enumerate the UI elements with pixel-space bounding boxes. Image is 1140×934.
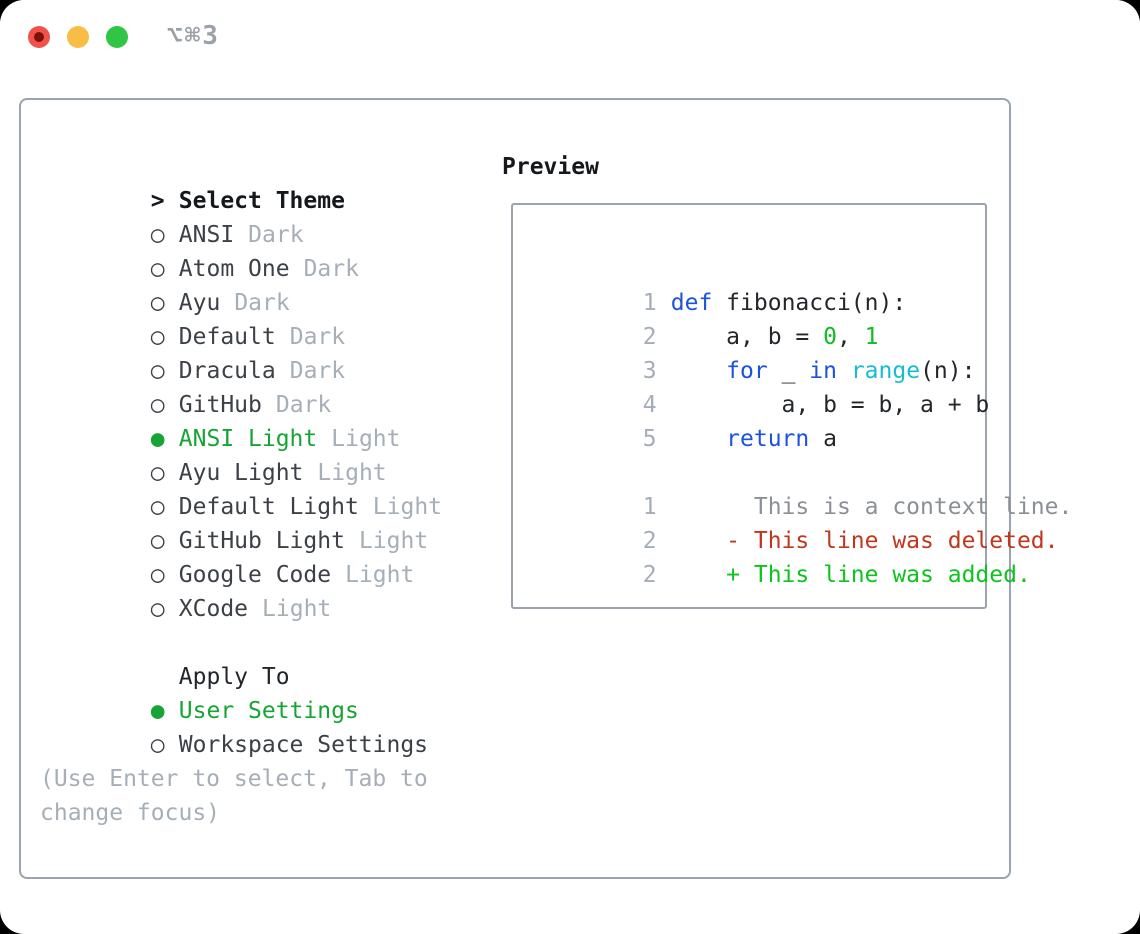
hint-text: (Use Enter to select, Tab to change focu… [40, 766, 428, 826]
diff-line-context: 1 This is a context line. [532, 456, 1073, 520]
variant-tag: Light [317, 460, 387, 486]
apply-option-workspace-settings[interactable]: ○Workspace Settings [40, 694, 428, 758]
variant-tag: Light [358, 528, 429, 554]
line-number: 2 [642, 562, 657, 588]
prompt-icon: > [150, 188, 165, 214]
radio-icon: ○ [150, 358, 165, 384]
apply-option-user-settings[interactable]: ●User Settings [40, 660, 428, 724]
section-title: Select Theme [178, 188, 345, 214]
radio-icon: ○ [150, 222, 165, 248]
line-number: 1 [642, 290, 657, 316]
line-number: 4 [642, 392, 657, 418]
radio-icon: ○ [150, 562, 165, 588]
variant-tag: Dark [234, 290, 290, 316]
variant-tag: Light [262, 596, 332, 622]
variant-tag: Dark [275, 392, 332, 418]
line-number: 2 [642, 528, 657, 554]
close-button[interactable] [28, 26, 50, 48]
radio-icon: ○ [150, 596, 165, 622]
maximize-button[interactable] [106, 26, 128, 48]
radio-selected-icon: ● [150, 426, 165, 452]
apply-to-section: Apply To ●User Settings ○Workspace Setti… [40, 626, 428, 758]
variant-tag: Light [345, 562, 415, 588]
radio-icon: ○ [150, 290, 165, 316]
line-number: 3 [642, 358, 657, 384]
variant-tag: Dark [289, 324, 346, 350]
preview-title: Preview [502, 154, 599, 180]
code-line: 5 return a [532, 388, 985, 452]
variant-tag: Dark [248, 222, 304, 248]
variant-tag: Light [331, 426, 401, 452]
code-line: 4 a, b = b, a + b [532, 354, 990, 418]
radio-icon: ○ [150, 324, 165, 350]
line-number: 5 [642, 426, 657, 452]
code-line: 2 a, b = 0, 1 [532, 286, 985, 350]
code-line: 3 for _ in range(n): [532, 320, 985, 384]
radio-icon: ○ [150, 460, 165, 486]
radio-icon: ○ [150, 732, 165, 758]
record-dot-icon [34, 32, 44, 42]
line-number: 2 [642, 324, 657, 350]
diff-line-deleted: 2 - This line was deleted. [532, 490, 1059, 554]
select-theme-header: > Select Theme [40, 150, 442, 214]
radio-icon: ○ [150, 256, 165, 282]
line-number: 1 [642, 494, 657, 520]
variant-tag: Light [372, 494, 443, 520]
radio-icon: ○ [150, 494, 165, 520]
apply-to-header: Apply To [178, 664, 290, 690]
variant-tag: Dark [303, 256, 359, 282]
minimize-button[interactable] [67, 26, 89, 48]
radio-icon: ○ [150, 528, 165, 554]
window-titlebar: ⌥⌘3 [0, 0, 1140, 98]
diff-line-added: 2 + This line was added. [532, 524, 1031, 588]
variant-tag: Dark [289, 358, 346, 384]
window-title: ⌥⌘3 [167, 21, 220, 51]
radio-icon: ○ [150, 392, 165, 418]
radio-selected-icon: ● [150, 698, 165, 724]
